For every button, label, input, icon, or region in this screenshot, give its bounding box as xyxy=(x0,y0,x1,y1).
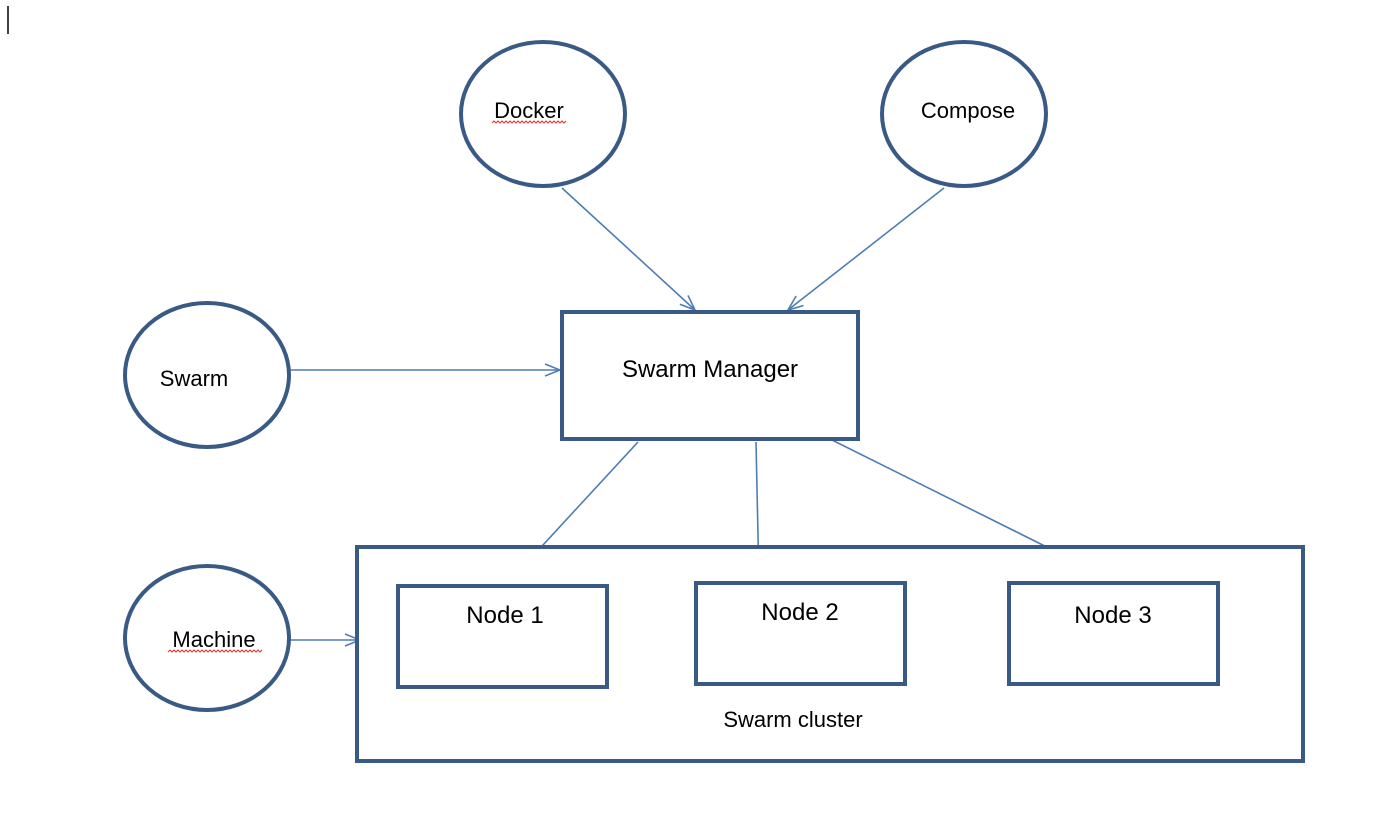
docker-circle xyxy=(459,40,627,188)
machine-circle xyxy=(123,564,291,712)
swarm-label: Swarm xyxy=(160,366,228,391)
node-2-box xyxy=(694,581,907,686)
machine-node: Machine xyxy=(123,564,291,712)
spellcheck-underline xyxy=(491,120,567,124)
swarm-cluster: Node 1 Node 2 Node 3 Swarm cluster xyxy=(355,545,1305,763)
machine-label: Machine xyxy=(172,627,255,652)
node-2-label: Node 2 xyxy=(761,599,838,626)
swarm-manager-node: Swarm Manager xyxy=(560,310,860,441)
swarm-manager-label: Swarm Manager xyxy=(622,356,798,383)
node-3-box xyxy=(1007,581,1220,686)
spellcheck-underline xyxy=(167,649,263,653)
swarm-node: Swarm xyxy=(123,301,291,449)
node-3-label: Node 3 xyxy=(1074,602,1151,629)
node-1-box xyxy=(396,584,609,689)
arrow-docker-to-manager xyxy=(561,187,695,310)
docker-node: Docker xyxy=(459,40,627,188)
node-1-label: Node 1 xyxy=(466,602,543,629)
swarm-cluster-label: Swarm cluster xyxy=(723,707,862,732)
compose-label: Compose xyxy=(921,98,1015,123)
swarm-manager-box xyxy=(560,310,860,441)
arrow-compose-to-manager xyxy=(788,187,945,310)
docker-label: Docker xyxy=(494,98,564,123)
swarm-circle xyxy=(123,301,291,449)
compose-node: Compose xyxy=(880,40,1048,188)
compose-circle xyxy=(880,40,1048,188)
